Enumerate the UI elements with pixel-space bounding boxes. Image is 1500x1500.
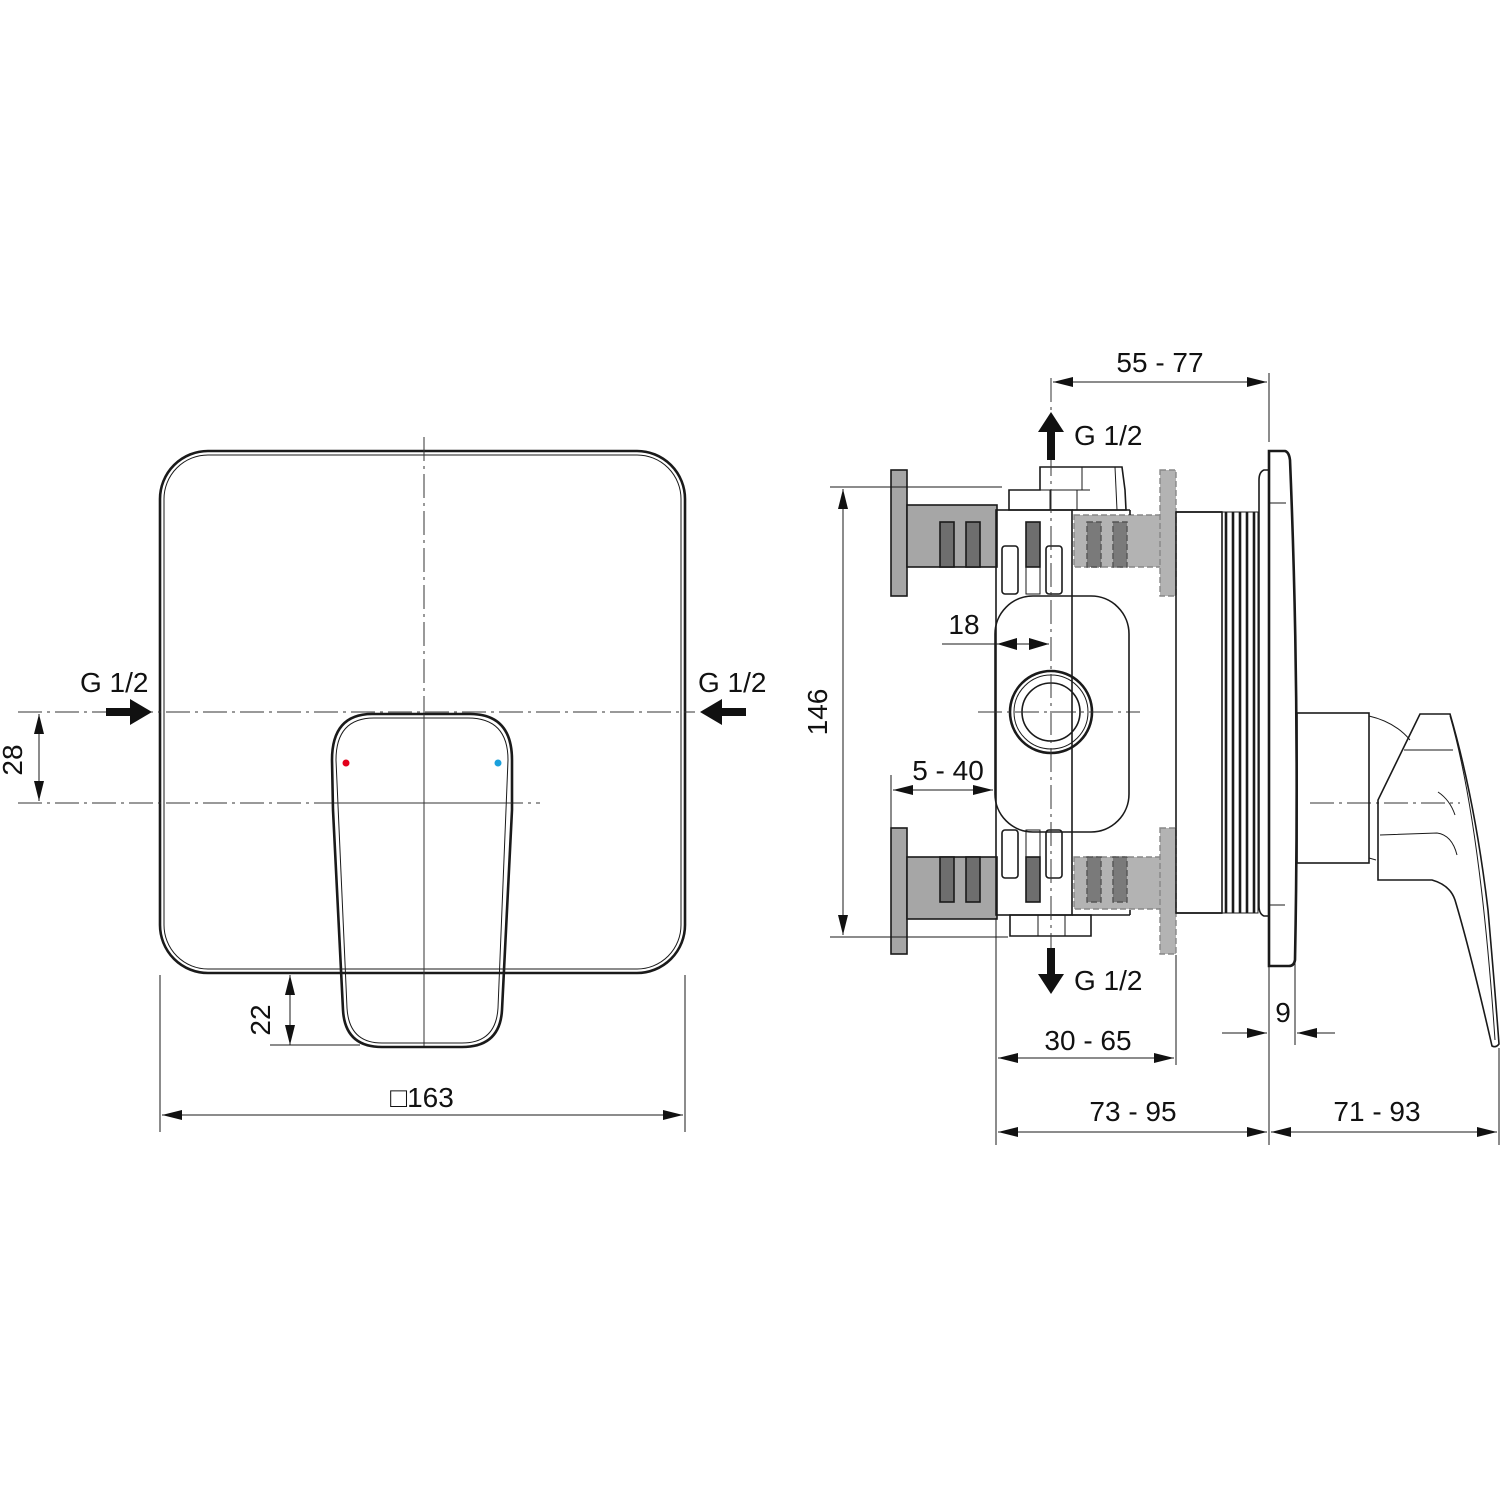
front-view: G 1/2 G 1/2 28 22 □163 [0, 437, 766, 1132]
stop-valve-bottom-left [890, 827, 998, 955]
inlet-left-label: G 1/2 [80, 667, 148, 698]
hot-indicator-icon [342, 759, 350, 767]
dim-18-text: 18 [948, 609, 979, 640]
stop-valve-bottom-right-dashed [1073, 827, 1177, 955]
dim-146-text: 146 [802, 689, 833, 736]
inlet-right-arrow-icon [700, 699, 746, 725]
dim-28-text: 28 [0, 744, 28, 775]
valve-cartridge-body [994, 595, 1130, 833]
inlet-left-arrow-icon [106, 699, 152, 725]
cover-plate-inner-edge [163, 454, 682, 970]
dim-55-77-text: 55 - 77 [1116, 347, 1203, 378]
cover-plate-side [1267, 449, 1298, 968]
top-nut [1008, 466, 1127, 511]
handle [330, 712, 514, 1049]
cold-indicator-icon [494, 759, 502, 767]
dim-22-text: 22 [245, 1004, 276, 1035]
inlet-right-label: G 1/2 [698, 667, 766, 698]
dim-73-95-text: 73 - 95 [1089, 1096, 1176, 1127]
threaded-sleeve [1221, 511, 1259, 914]
outlet-top-arrow-icon [1038, 412, 1064, 460]
dim-5-40-text: 5 - 40 [912, 755, 984, 786]
side-view: G 1/2 G 1/2 55 - 77 146 18 5 - 40 3 [802, 347, 1500, 1145]
lever-handle-side [1377, 713, 1500, 1048]
dim-163-text: □163 [390, 1082, 454, 1113]
dim-9-text: 9 [1275, 997, 1291, 1028]
outlet-bottom-label: G 1/2 [1074, 965, 1142, 996]
stop-valve-top-right-dashed [1073, 469, 1177, 597]
stop-valve-top-left [890, 469, 998, 597]
cover-plate [158, 449, 687, 975]
outlet-top-label: G 1/2 [1074, 420, 1142, 451]
outlet-bottom-arrow-icon [1038, 948, 1064, 994]
dim-30-65-text: 30 - 65 [1044, 1025, 1131, 1056]
bottom-nut [1009, 914, 1092, 937]
dim-71-93-text: 71 - 93 [1333, 1096, 1420, 1127]
handle-base [1296, 712, 1370, 864]
